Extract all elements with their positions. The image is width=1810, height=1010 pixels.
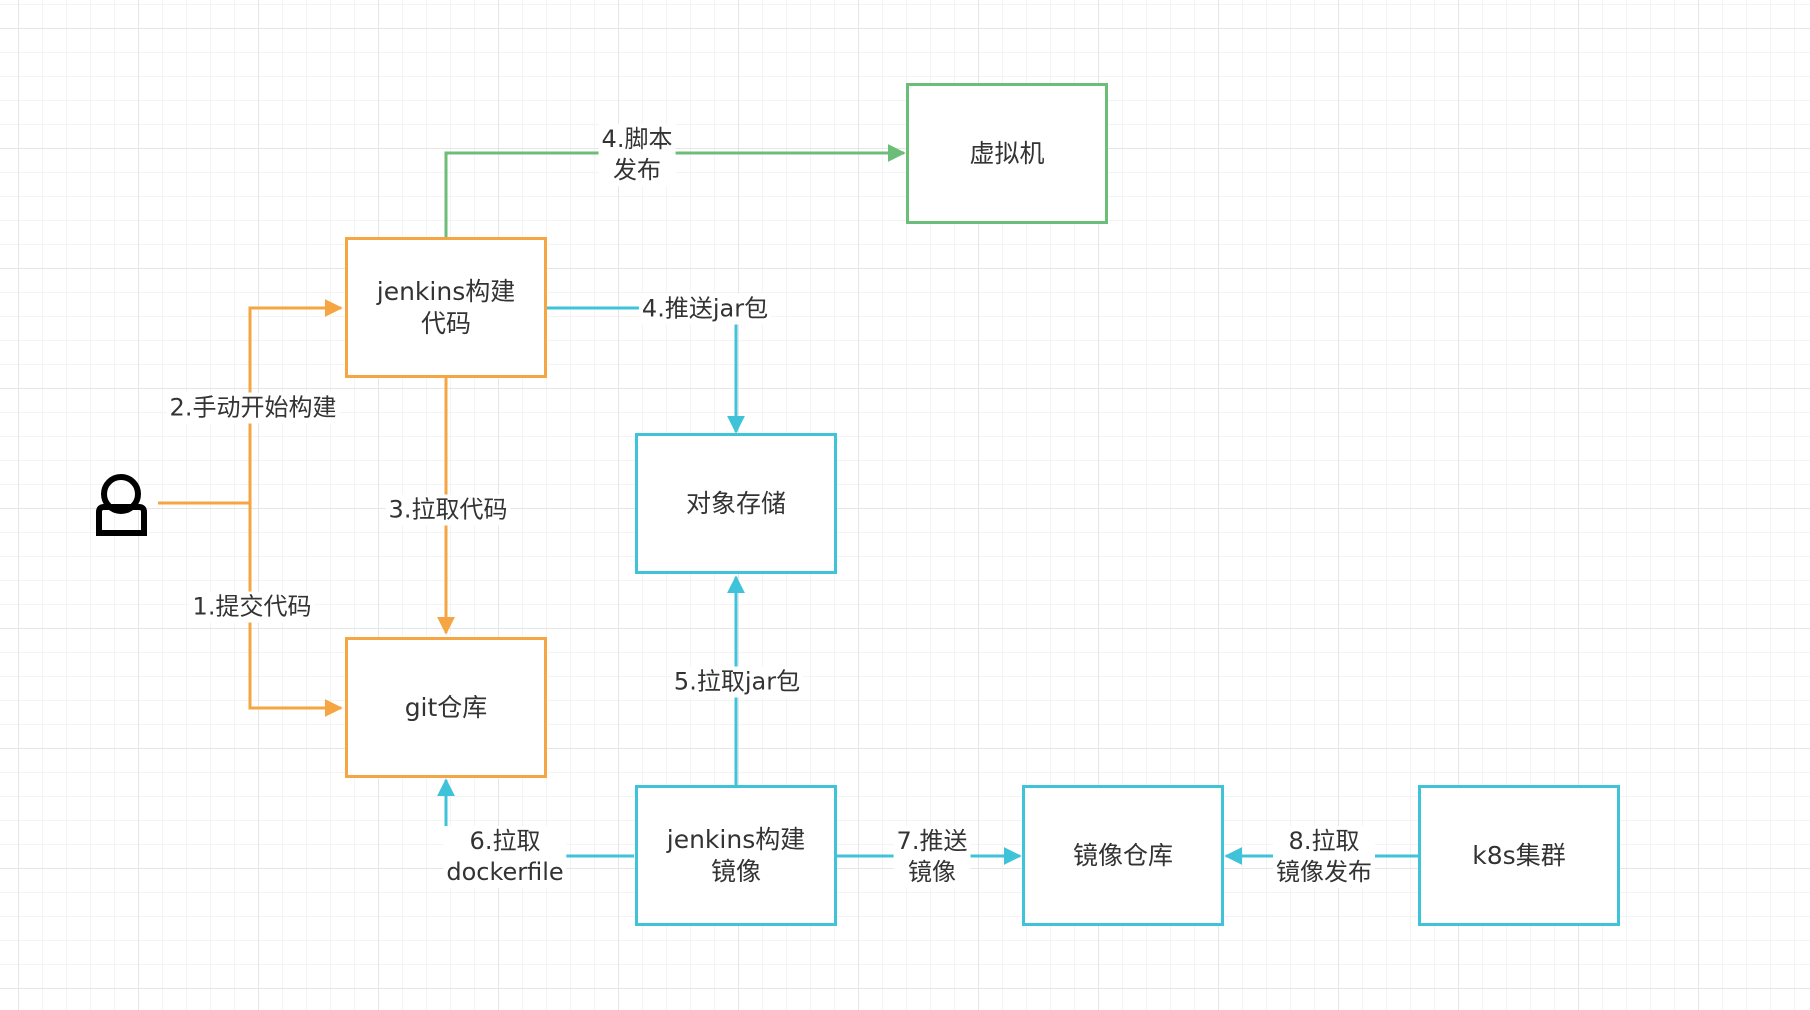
node-image-repo: 镜像仓库 xyxy=(1022,785,1224,926)
edge-label-script-deploy: 4.脚本 发布 xyxy=(598,124,676,186)
user-icon xyxy=(96,474,147,536)
edge-label-push-jar: 4.推送jar包 xyxy=(638,293,772,325)
edge-label-commit-code: 1.提交代码 xyxy=(189,591,315,623)
node-jenkins-build-code: jenkins构建 代码 xyxy=(345,237,547,378)
edge-label-pull-dockerfile: 6.拉取 dockerfile xyxy=(443,826,567,888)
edge-label-pull-jar: 5.拉取jar包 xyxy=(670,666,804,698)
edge-label-pull-code: 3.拉取代码 xyxy=(385,494,511,526)
edge-label-pull-image-deploy: 8.拉取 镜像发布 xyxy=(1273,826,1375,888)
edge-label-push-image: 7.推送 镜像 xyxy=(893,826,971,888)
node-vm: 虚拟机 xyxy=(906,83,1108,224)
edge-label-manual-build: 2.手动开始构建 xyxy=(166,392,340,424)
edge-manual-build xyxy=(248,299,343,503)
node-jenkins-build-image: jenkins构建 镜像 xyxy=(635,785,837,926)
node-git-repo: git仓库 xyxy=(345,637,547,778)
edge-script-deploy xyxy=(444,144,906,237)
node-k8s-cluster: k8s集群 xyxy=(1418,785,1620,926)
edge-commit-code xyxy=(248,503,343,717)
node-object-storage: 对象存储 xyxy=(635,433,837,574)
edge-push-jar xyxy=(546,306,745,434)
